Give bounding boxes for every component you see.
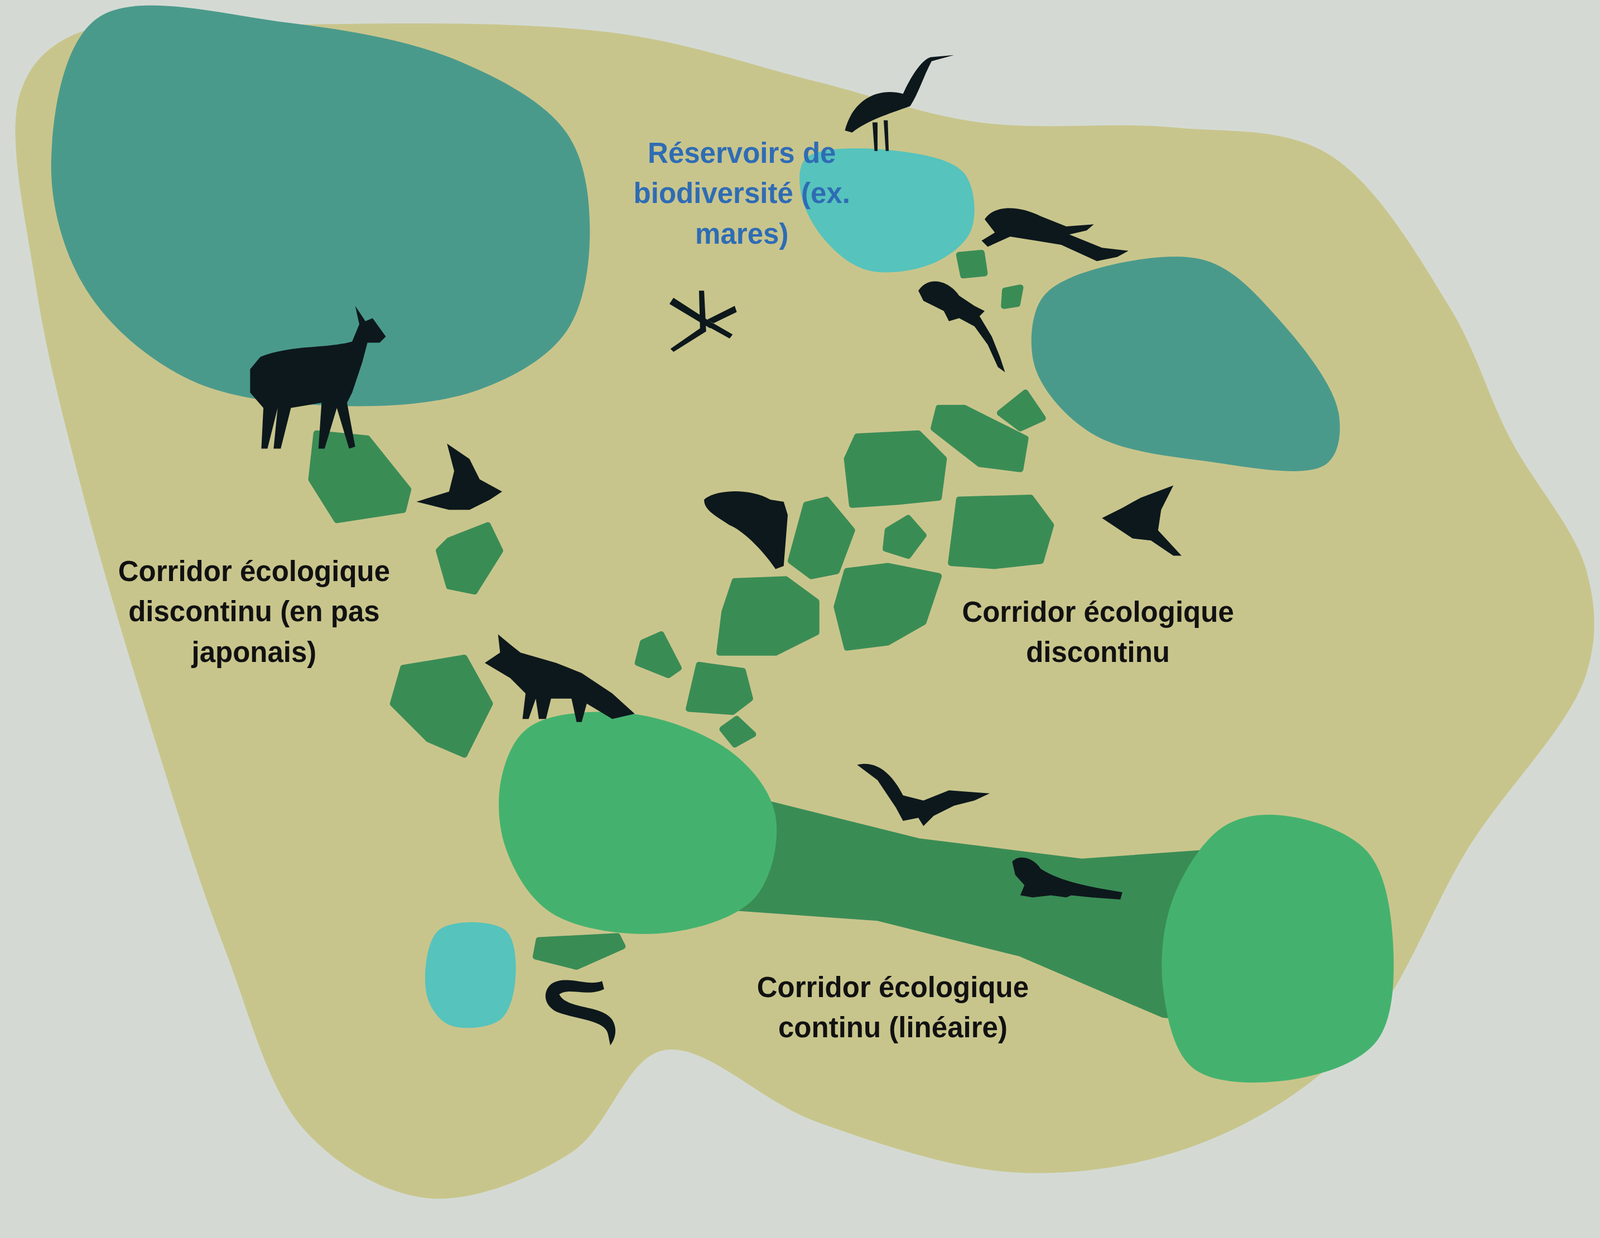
bird-silhouette bbox=[416, 443, 503, 510]
corridor-patch bbox=[535, 936, 623, 968]
corridor-label: Corridor écologique discontinu bbox=[929, 592, 1267, 674]
lizard-silhouette bbox=[918, 281, 1005, 373]
corridor-patch bbox=[951, 497, 1052, 567]
corridor-patch bbox=[999, 392, 1043, 429]
forest-reservoir bbox=[51, 5, 591, 407]
grassland-reservoir bbox=[498, 711, 777, 934]
bat-silhouette bbox=[856, 764, 990, 827]
bird-silhouette bbox=[1101, 485, 1182, 556]
corridor-label: Corridor écologique discontinu (en pas j… bbox=[90, 551, 418, 673]
heron-silhouette bbox=[844, 55, 954, 152]
corridor-patch bbox=[722, 719, 754, 745]
forest-reservoir bbox=[1031, 256, 1341, 472]
corridor-patch bbox=[791, 499, 853, 577]
reservoir-label: Réservoirs de biodiversité (ex. mares) bbox=[614, 133, 870, 255]
corridor-label: Corridor écologique continu (linéaire) bbox=[719, 967, 1067, 1049]
corridor-patch bbox=[836, 566, 939, 648]
corridor-patch bbox=[688, 664, 751, 712]
moth-silhouette bbox=[704, 491, 788, 570]
corridor-patch bbox=[933, 407, 1026, 470]
snake-silhouette bbox=[545, 980, 616, 1046]
pond-reservoir bbox=[425, 922, 517, 1029]
corridor-patch bbox=[637, 634, 679, 676]
corridor-patch bbox=[885, 518, 924, 557]
corridor-patch bbox=[719, 579, 817, 654]
corridor-patch bbox=[1004, 287, 1021, 307]
corridor-patch bbox=[846, 433, 944, 505]
corridor-patch bbox=[311, 433, 409, 520]
grassland-reservoir bbox=[1161, 815, 1394, 1083]
corridor-patch bbox=[392, 657, 490, 755]
fox-silhouette bbox=[484, 634, 635, 722]
corridor-patch bbox=[958, 253, 985, 276]
deer-silhouette bbox=[249, 306, 386, 450]
dragonfly-silhouette bbox=[669, 290, 737, 353]
otter-silhouette bbox=[1011, 858, 1122, 900]
frog-silhouette bbox=[981, 208, 1129, 262]
corridor-patch bbox=[439, 525, 501, 592]
